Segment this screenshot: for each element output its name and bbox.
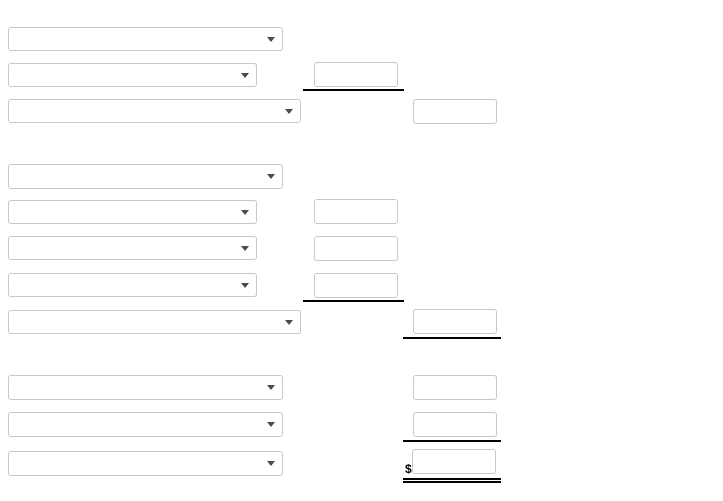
select-2-4-box[interactable] — [8, 273, 257, 297]
select-3-2-box[interactable] — [8, 412, 283, 437]
select-1-3-box[interactable] — [8, 99, 301, 123]
amount-2-3-b[interactable] — [314, 236, 398, 261]
select-3-2[interactable] — [8, 412, 283, 437]
amount-3-1-c-input[interactable] — [413, 375, 497, 400]
chevron-down-icon — [285, 318, 294, 327]
chevron-down-icon — [285, 107, 294, 116]
select-1-1-box[interactable] — [8, 27, 283, 51]
select-1-1[interactable] — [8, 27, 283, 51]
amount-1-3-c-input[interactable] — [413, 99, 497, 124]
select-1-3[interactable] — [8, 99, 301, 123]
amount-2-5-c-input[interactable] — [413, 309, 497, 334]
select-2-2[interactable] — [8, 200, 257, 224]
chevron-down-icon — [267, 383, 276, 392]
chevron-down-icon — [241, 208, 250, 217]
select-2-3[interactable] — [8, 236, 257, 260]
chevron-down-icon — [267, 35, 276, 44]
select-3-3[interactable] — [8, 451, 283, 476]
select-2-4[interactable] — [8, 273, 257, 297]
amount-2-2-b-input[interactable] — [314, 199, 398, 224]
chevron-down-icon — [267, 172, 276, 181]
amount-3-2-c[interactable] — [413, 412, 497, 437]
select-2-3-box[interactable] — [8, 236, 257, 260]
subtotal-rule-1 — [303, 89, 404, 91]
select-1-2-box[interactable] — [8, 63, 257, 87]
amount-3-2-c-input[interactable] — [413, 412, 497, 437]
select-2-1[interactable] — [8, 164, 283, 189]
chevron-down-icon — [267, 420, 276, 429]
subtotal-rule-2 — [303, 300, 404, 302]
subtotal-rule-3 — [403, 337, 501, 339]
select-2-5-box[interactable] — [8, 310, 301, 334]
amount-2-3-b-input[interactable] — [314, 236, 398, 261]
chevron-down-icon — [241, 244, 250, 253]
select-3-1[interactable] — [8, 375, 283, 400]
amount-2-5-c[interactable] — [413, 309, 497, 334]
amount-3-3-c-input[interactable] — [412, 449, 496, 474]
chevron-down-icon — [267, 459, 276, 468]
amount-3-1-c[interactable] — [413, 375, 497, 400]
grand-total-rule — [403, 478, 501, 483]
select-2-5[interactable] — [8, 310, 301, 334]
amount-1-2-b[interactable] — [314, 62, 398, 87]
amount-3-3-c[interactable] — [412, 449, 496, 474]
subtotal-rule-4 — [403, 440, 501, 442]
select-3-1-box[interactable] — [8, 375, 283, 400]
amount-1-3-c[interactable] — [413, 99, 497, 124]
select-2-2-box[interactable] — [8, 200, 257, 224]
select-2-1-box[interactable] — [8, 164, 283, 189]
amount-2-4-b[interactable] — [314, 273, 398, 298]
chevron-down-icon — [241, 71, 250, 80]
amount-2-2-b[interactable] — [314, 199, 398, 224]
select-1-2[interactable] — [8, 63, 257, 87]
select-3-3-box[interactable] — [8, 451, 283, 476]
currency-symbol: $ — [405, 462, 412, 476]
chevron-down-icon — [241, 281, 250, 290]
amount-1-2-b-input[interactable] — [314, 62, 398, 87]
amount-2-4-b-input[interactable] — [314, 273, 398, 298]
